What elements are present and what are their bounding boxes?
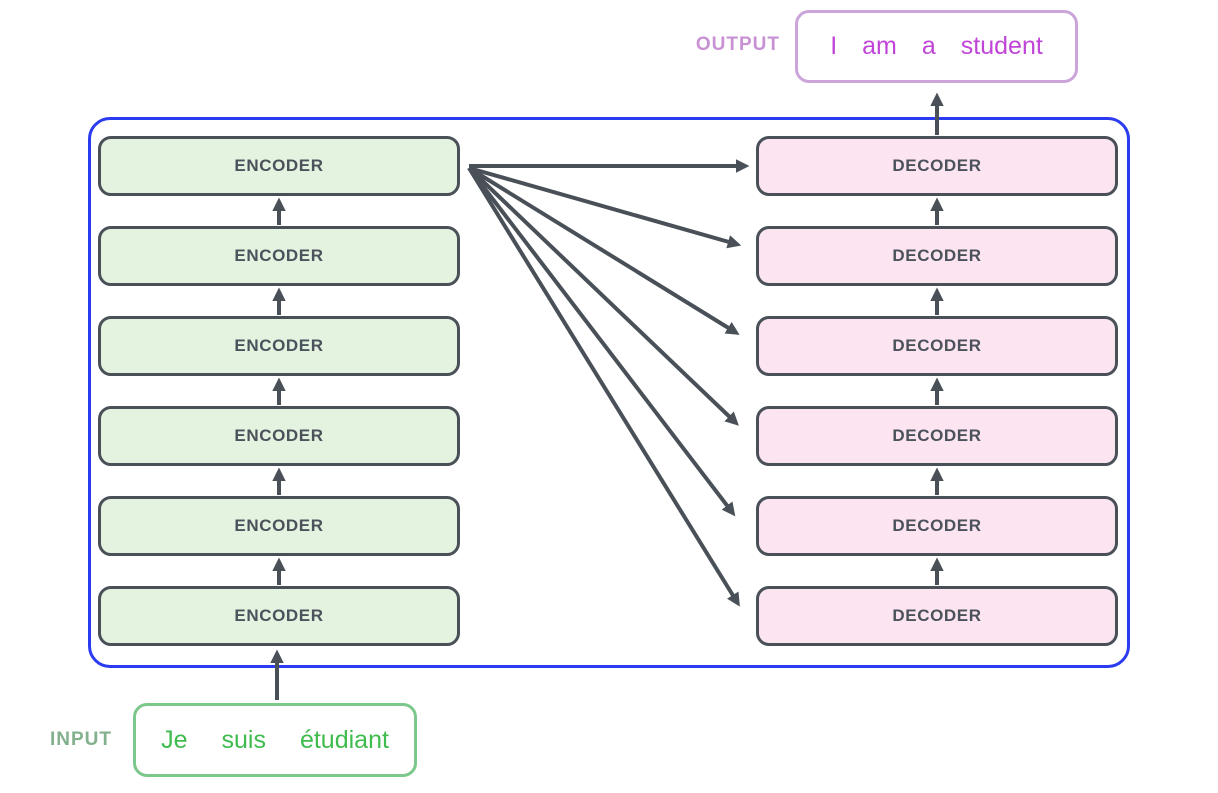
decoder-box-4: DECODER — [756, 406, 1118, 466]
output-sentence-box: I am a student — [795, 10, 1078, 83]
decoder-box-5: DECODER — [756, 496, 1118, 556]
output-token: am — [862, 32, 897, 60]
decoder-box-1: DECODER — [756, 136, 1118, 196]
input-token: suis — [221, 725, 266, 754]
input-token: Je — [161, 725, 188, 754]
model-container-frame — [88, 117, 1130, 668]
encoder-box-6: ENCODER — [98, 586, 460, 646]
output-token: a — [921, 32, 936, 60]
input-label: INPUT — [50, 729, 112, 750]
encoder-box-2: ENCODER — [98, 226, 460, 286]
decoder-box-3: DECODER — [756, 316, 1118, 376]
input-sentence-box: Je suis étudiant — [133, 703, 417, 777]
input-token: étudiant — [299, 725, 389, 754]
output-token: I — [830, 32, 838, 60]
decoder-box-6: DECODER — [756, 586, 1118, 646]
encoder-box-5: ENCODER — [98, 496, 460, 556]
encoder-box-1: ENCODER — [98, 136, 460, 196]
encoder-box-3: ENCODER — [98, 316, 460, 376]
decoder-box-2: DECODER — [756, 226, 1118, 286]
encoder-box-4: ENCODER — [98, 406, 460, 466]
output-token: student — [960, 32, 1043, 60]
output-label: OUTPUT — [695, 34, 780, 55]
